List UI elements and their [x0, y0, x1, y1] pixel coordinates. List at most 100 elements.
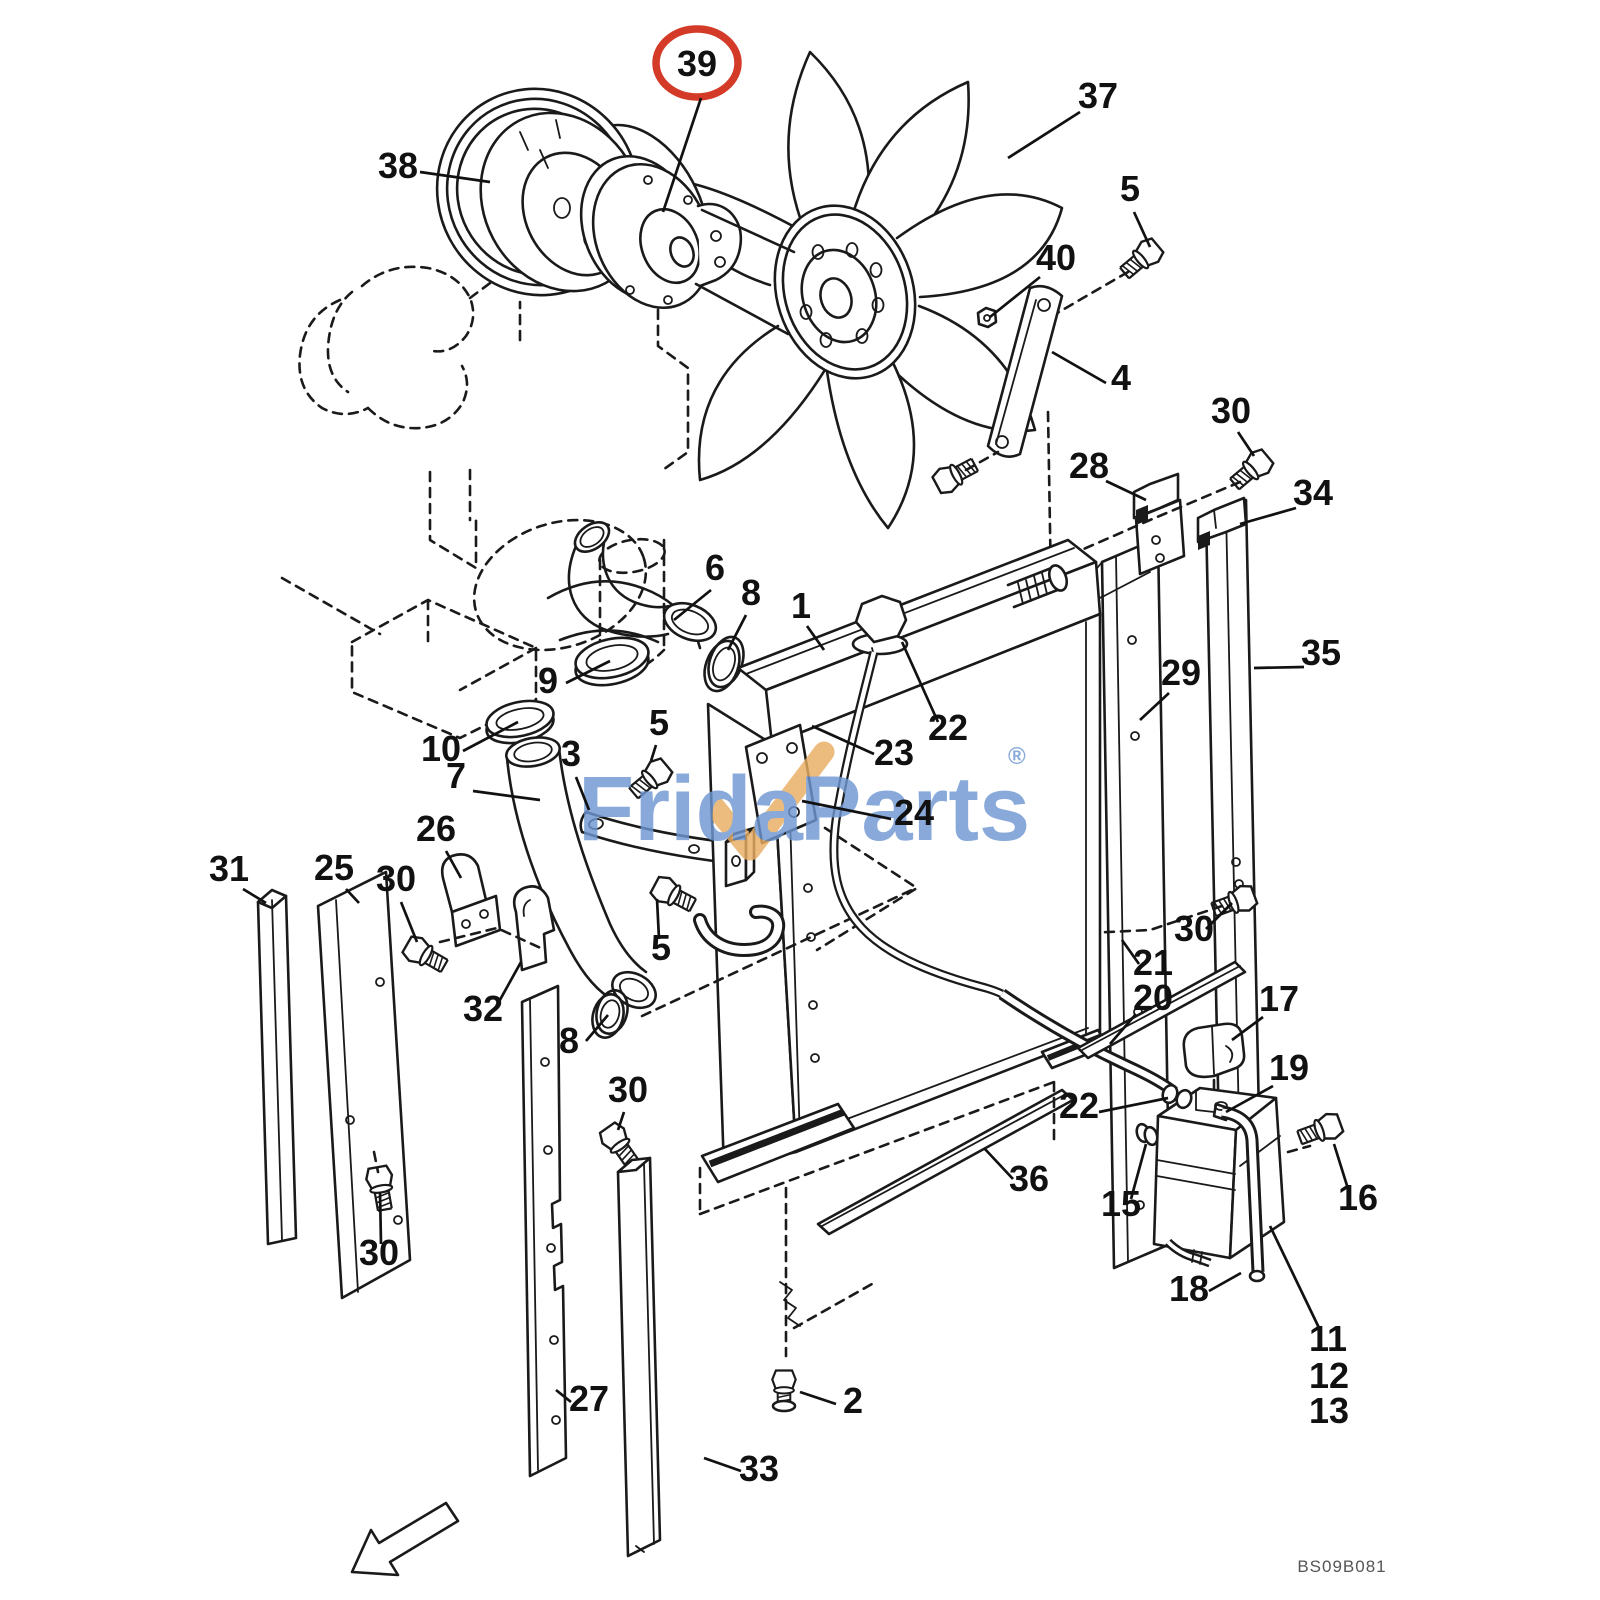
part-leader-2: [799, 1390, 837, 1406]
part-leader-37: [1007, 110, 1081, 160]
part-label-22: 22: [1059, 1085, 1099, 1126]
part-label-11: 11: [1309, 1318, 1347, 1359]
part-leader-25: [345, 888, 360, 904]
part-label-12: 12: [1309, 1355, 1349, 1396]
part-leader-30: [378, 1191, 383, 1245]
bolt-icon: [929, 452, 983, 498]
fan-hub: [773, 204, 917, 380]
grommet-15: [1135, 1122, 1159, 1147]
frame-hidden-lines: [698, 1080, 1056, 1358]
bracket-24: [744, 723, 818, 845]
part-leader-15: [1129, 1143, 1148, 1200]
clamp-ring-9: [574, 636, 650, 687]
part-leader-30: [1236, 431, 1256, 457]
part-leader-27: [555, 1388, 572, 1404]
part-leader-20: [1108, 1013, 1138, 1045]
seal-strip-31: [256, 888, 298, 1246]
part-leader-5: [655, 898, 661, 940]
bracket-26: [440, 853, 502, 948]
part-label-28: 28: [1069, 445, 1109, 486]
part-label-39: 39: [677, 43, 717, 84]
bolt-icon: [1294, 1109, 1346, 1151]
overflow-tube-23: [829, 650, 1005, 999]
nut-40: [976, 306, 998, 329]
part-leader-4: [1051, 350, 1107, 385]
bracket-32: [512, 885, 556, 972]
part-leader-30: [1205, 902, 1233, 930]
part-leader-3: [574, 776, 591, 811]
bolt-icon: [399, 932, 452, 979]
part-leader-9: [565, 659, 611, 685]
part-label-30: 30: [608, 1069, 648, 1110]
part-label-30: 30: [1211, 390, 1251, 431]
watermark: Frida Parts ®: [578, 741, 1030, 861]
part-leader-32: [494, 961, 523, 1008]
part-label-26: 26: [416, 808, 456, 849]
part-leader-22: [900, 641, 940, 723]
part-label-20: 20: [1133, 977, 1173, 1018]
part-leader-22: [1098, 1096, 1169, 1114]
part-label-18: 18: [1169, 1268, 1209, 1309]
part-label-34: 34: [1293, 472, 1333, 513]
part-leader-29: [1139, 692, 1170, 721]
coolant-reservoir: [1135, 1022, 1346, 1283]
part-leader-36: [983, 1147, 1014, 1180]
seal-strip-33: [616, 1156, 662, 1558]
part-label-32: 32: [463, 988, 503, 1029]
part-leader-19: [1225, 1084, 1274, 1114]
bolt-icon: [647, 872, 701, 918]
part-leader-38: [419, 170, 491, 184]
part-label-8: 8: [741, 572, 761, 613]
radiator-cap: [851, 594, 909, 657]
part-leader-39: [661, 97, 703, 213]
part-leader-33: [703, 1456, 742, 1473]
part-label-3: 3: [561, 733, 581, 774]
part-label-8: 8: [559, 1020, 579, 1061]
part-leader-6: [673, 588, 712, 622]
down-tube-7: [504, 736, 657, 1010]
part-label-15: 15: [1101, 1183, 1141, 1224]
part-leader-40: [989, 275, 1041, 319]
part-leader-11: [1268, 1225, 1323, 1333]
bracket-28: [1132, 472, 1186, 576]
part-label-37: 37: [1078, 75, 1118, 116]
part-label-19: 19: [1269, 1047, 1309, 1088]
part-label-25: 25: [314, 847, 354, 888]
drawing-code: BS09B081: [1297, 1557, 1386, 1576]
sight-tube-18: [1220, 1105, 1266, 1283]
part-label-16: 16: [1338, 1177, 1378, 1218]
part-leader-30: [399, 901, 419, 943]
part-label-1: 1: [791, 585, 811, 626]
reservoir-cap-17: [1182, 1022, 1246, 1079]
part-leader-35: [1253, 665, 1305, 670]
radiator-handle: [693, 904, 786, 958]
part-leader-5: [649, 744, 658, 762]
bracket-34: [1196, 496, 1248, 550]
part-label-4: 4: [1111, 357, 1131, 398]
part-label-38: 38: [378, 145, 418, 186]
part-label-29: 29: [1161, 652, 1201, 693]
radiator-inlet-stub: [1006, 564, 1069, 609]
drain-hose: [1164, 1238, 1212, 1268]
part-leader-30: [616, 1111, 626, 1131]
lower-rail-36: [816, 1088, 1075, 1236]
part-label-2: 2: [843, 1380, 863, 1421]
part-leader-5: [1132, 211, 1152, 248]
watermark-registered-mark: ®: [1008, 743, 1026, 770]
part-label-27: 27: [569, 1378, 609, 1419]
part-label-6: 6: [705, 547, 725, 588]
part-label-13: 13: [1309, 1390, 1349, 1431]
part-label-30: 30: [359, 1232, 399, 1273]
part-label-40: 40: [1036, 237, 1076, 278]
part-leader-28: [1105, 479, 1147, 502]
part-leader-8: [584, 1014, 610, 1042]
radiator-foot-left: [700, 1102, 856, 1184]
part-leader-7: [472, 789, 541, 802]
fan-blade-assembly: [653, 50, 1064, 530]
reservoir-front-face: [1152, 1114, 1238, 1260]
part-label-35: 35: [1301, 632, 1341, 673]
part-label-10: 10: [421, 728, 461, 769]
